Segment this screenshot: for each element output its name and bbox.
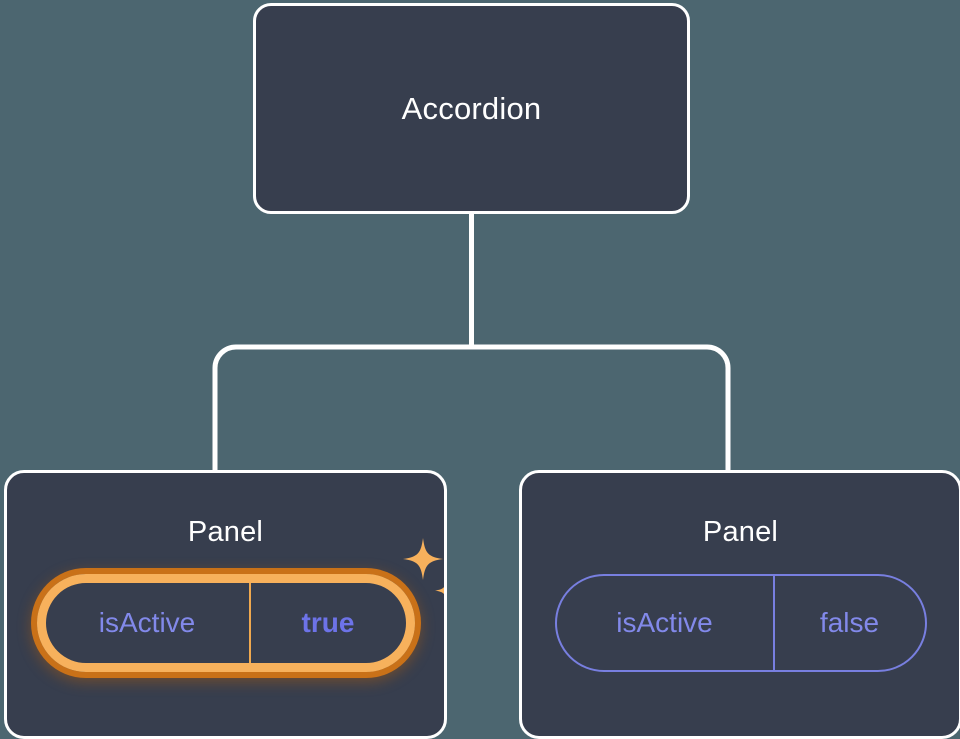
sparkle-small-icon (434, 586, 444, 595)
node-panel-inactive-title: Panel (702, 516, 779, 548)
prop-pill-active[interactable]: isActive true (36, 574, 415, 672)
prop-key-active: isActive (46, 583, 251, 663)
prop-key-inactive: isActive (557, 576, 775, 670)
node-accordion-title: Accordion (401, 90, 542, 126)
prop-value-active: true (301, 607, 355, 638)
prop-pill-inactive[interactable]: isActive false (554, 574, 927, 672)
prop-pill-active-wrap: isActive true (36, 538, 444, 672)
connector-branch-left (212, 344, 472, 472)
node-panel-active-title: Panel (187, 516, 264, 548)
prop-value-inactive: false (819, 607, 880, 638)
connector-branch-right (471, 344, 731, 472)
sparkle-large-icon (402, 538, 443, 580)
node-accordion[interactable]: Accordion (253, 3, 690, 214)
prop-pill-inactive-wrap: isActive false (554, 574, 927, 672)
node-panel-active[interactable]: Panel isActive true (4, 470, 447, 739)
node-panel-inactive[interactable]: Panel isActive false (519, 470, 960, 739)
